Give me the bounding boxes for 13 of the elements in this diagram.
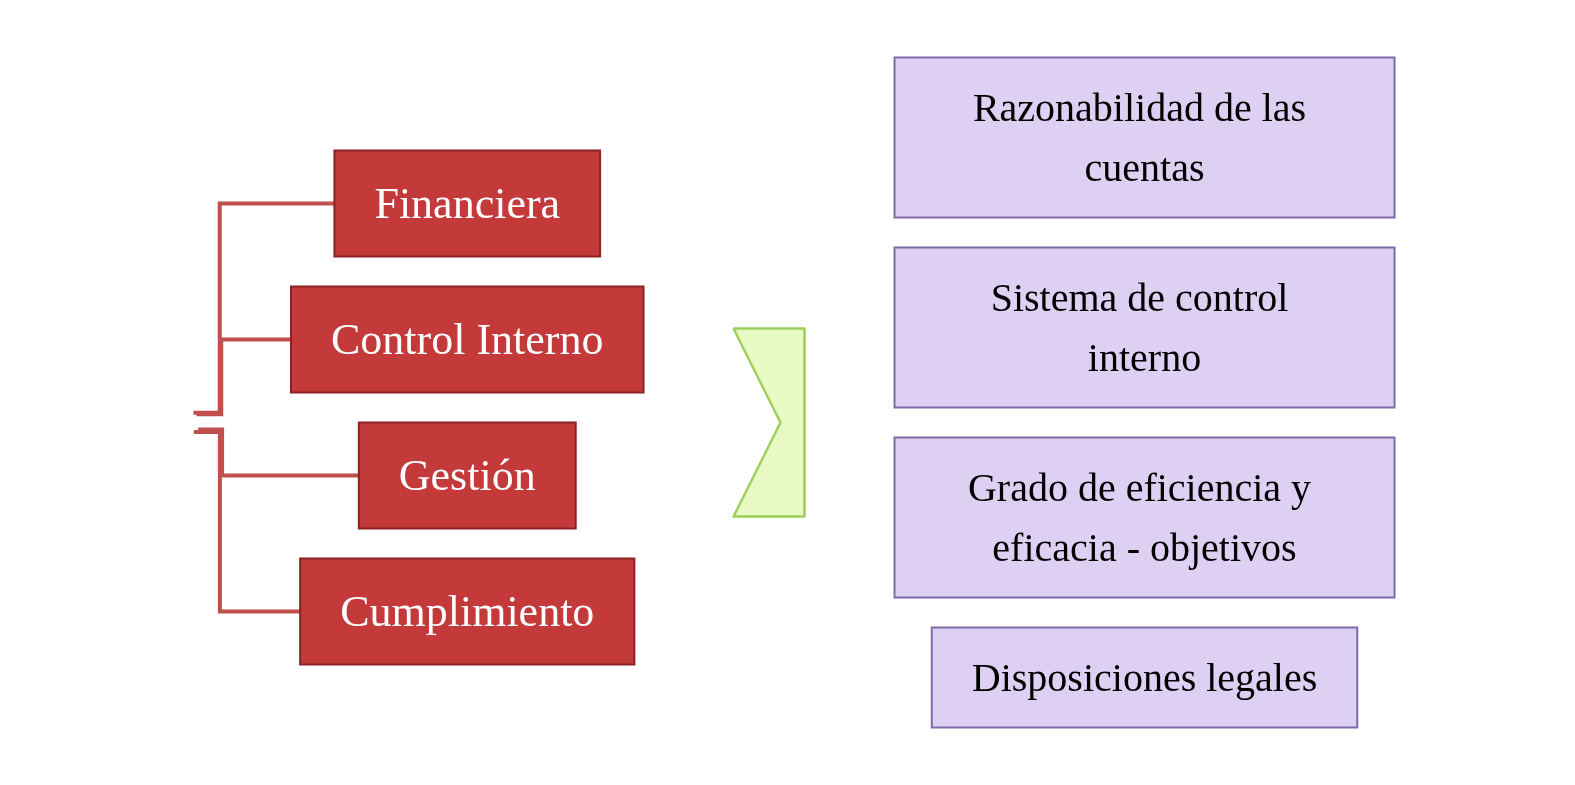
text-box: Financiera xyxy=(333,149,601,258)
text-box: Sistema de control interno xyxy=(893,246,1396,409)
text-box: Cumplimiento xyxy=(298,557,636,666)
text-box: Razonabilidad de las cuentas xyxy=(893,56,1396,219)
text-box: Disposiciones legales xyxy=(930,626,1358,729)
text-box: Grado de eficiencia y eficacia - objetivos xyxy=(893,436,1396,599)
connector-line xyxy=(196,337,291,417)
connector-line xyxy=(193,430,300,614)
connector-line xyxy=(193,201,335,415)
block-arrow xyxy=(732,327,806,518)
text-box: Control Interno xyxy=(289,285,645,394)
connector-line xyxy=(197,427,359,478)
text-box: Gestión xyxy=(357,421,577,530)
